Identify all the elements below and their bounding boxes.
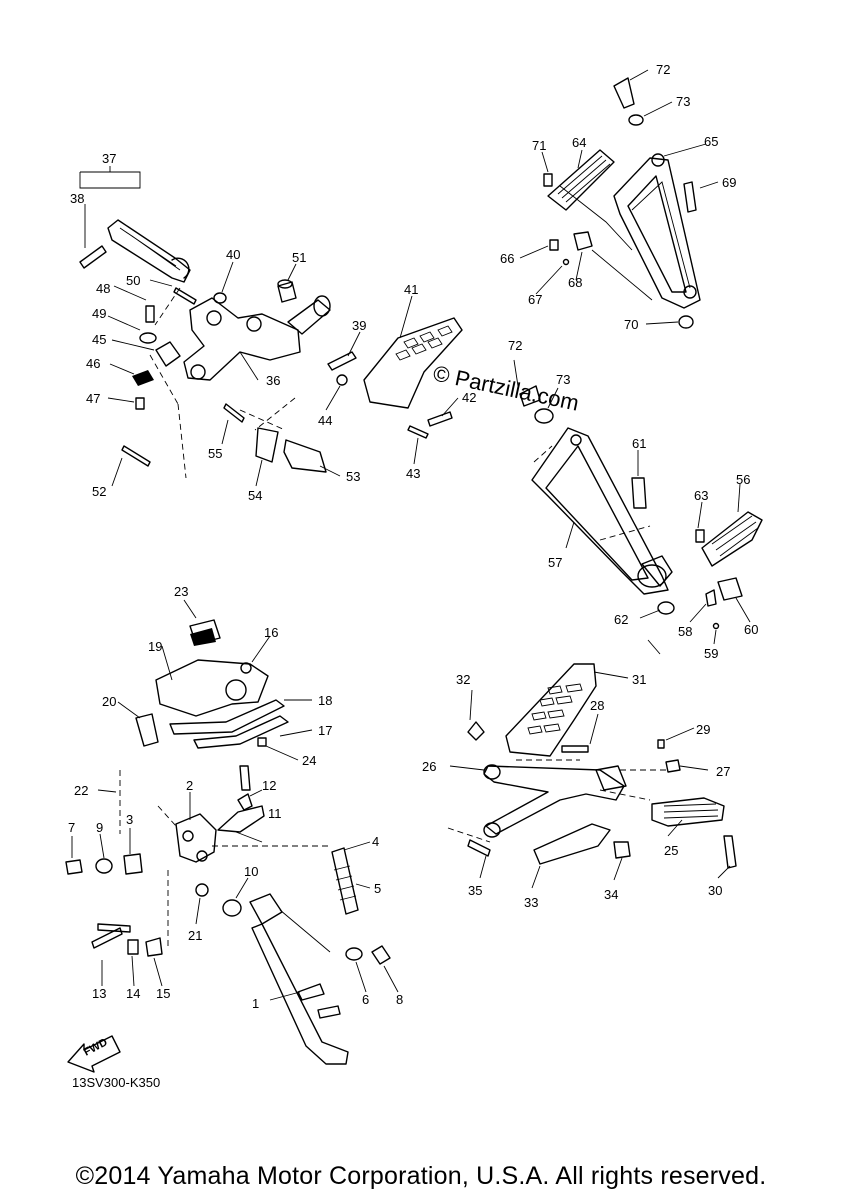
label-65: 65 (704, 134, 718, 149)
label-53: 53 (346, 469, 360, 484)
part-number-labels: 37 38 40 51 50 48 41 49 39 45 46 36 47 4… (68, 62, 758, 1011)
label-68: 68 (568, 275, 582, 290)
label-37: 37 (102, 151, 116, 166)
label-31: 31 (632, 672, 646, 687)
label-10: 10 (244, 864, 258, 879)
label-50: 50 (126, 273, 140, 288)
label-44: 44 (318, 413, 332, 428)
label-73: 73 (676, 94, 690, 109)
label-6: 6 (362, 992, 369, 1007)
label-56: 56 (736, 472, 750, 487)
label-4: 4 (372, 834, 379, 849)
fwd-arrow-icon (67, 1035, 121, 1073)
label-72: 72 (656, 62, 670, 77)
copyright-notice: ©2014 Yamaha Motor Corporation, U.S.A. A… (75, 1162, 767, 1190)
label-15: 15 (156, 986, 170, 1001)
label-2: 2 (186, 778, 193, 793)
label-58: 58 (678, 624, 692, 639)
label-30: 30 (708, 883, 722, 898)
label-70: 70 (624, 317, 638, 332)
label-8: 8 (396, 992, 403, 1007)
label-48: 48 (96, 281, 110, 296)
label-60: 60 (744, 622, 758, 637)
label-67: 67 (528, 292, 542, 307)
label-26: 26 (422, 759, 436, 774)
label-49: 49 (92, 306, 106, 321)
watermark: © Partzilla.com (431, 360, 581, 415)
label-21: 21 (188, 928, 202, 943)
rider-footrest-left-assembly (79, 166, 463, 487)
passenger-footrest-right-assembly (513, 359, 763, 645)
label-22: 22 (74, 783, 88, 798)
label-14: 14 (126, 986, 140, 1001)
label-43: 43 (406, 466, 420, 481)
fwd-label: FWD (82, 1036, 110, 1058)
label-41: 41 (404, 282, 418, 297)
label-35: 35 (468, 883, 482, 898)
label-59: 59 (704, 646, 718, 661)
label-20: 20 (102, 694, 116, 709)
label-28: 28 (590, 698, 604, 713)
label-55: 55 (208, 446, 222, 461)
label-7: 7 (68, 820, 75, 835)
label-54: 54 (248, 488, 262, 503)
label-73-second: 73 (556, 372, 570, 387)
label-63: 63 (694, 488, 708, 503)
sidestand-assembly (65, 765, 399, 1073)
label-72-second: 72 (508, 338, 522, 353)
rider-footrest-right-assembly (447, 639, 737, 889)
passenger-footrest-bracket-assembly (519, 69, 719, 329)
label-71: 71 (532, 138, 546, 153)
label-42: 42 (462, 390, 476, 405)
label-57: 57 (548, 555, 562, 570)
label-66: 66 (500, 251, 514, 266)
label-17: 17 (318, 723, 332, 738)
label-38: 38 (70, 191, 84, 206)
label-24: 24 (302, 753, 316, 768)
label-5: 5 (374, 881, 381, 896)
label-13: 13 (92, 986, 106, 1001)
label-62: 62 (614, 612, 628, 627)
label-25: 25 (664, 843, 678, 858)
label-69: 69 (722, 175, 736, 190)
label-27: 27 (716, 764, 730, 779)
label-29: 29 (696, 722, 710, 737)
label-16: 16 (264, 625, 278, 640)
label-36: 36 (266, 373, 280, 388)
label-9: 9 (96, 820, 103, 835)
label-39: 39 (352, 318, 366, 333)
label-47: 47 (86, 391, 100, 406)
label-52: 52 (92, 484, 106, 499)
label-34: 34 (604, 887, 618, 902)
label-1: 1 (252, 996, 259, 1011)
label-64: 64 (572, 135, 586, 150)
sidestand-switch-assembly (117, 599, 313, 761)
label-51: 51 (292, 250, 306, 265)
label-3: 3 (126, 812, 133, 827)
label-23: 23 (174, 584, 188, 599)
label-11: 11 (268, 806, 282, 821)
label-45: 45 (92, 332, 106, 347)
label-18: 18 (318, 693, 332, 708)
drawing-code: 13SV300-K350 (72, 1075, 161, 1090)
label-33: 33 (524, 895, 538, 910)
label-19: 19 (148, 639, 162, 654)
label-61: 61 (632, 436, 646, 451)
label-46: 46 (86, 356, 100, 371)
label-32: 32 (456, 672, 470, 687)
label-40: 40 (226, 247, 240, 262)
label-12: 12 (262, 778, 276, 793)
